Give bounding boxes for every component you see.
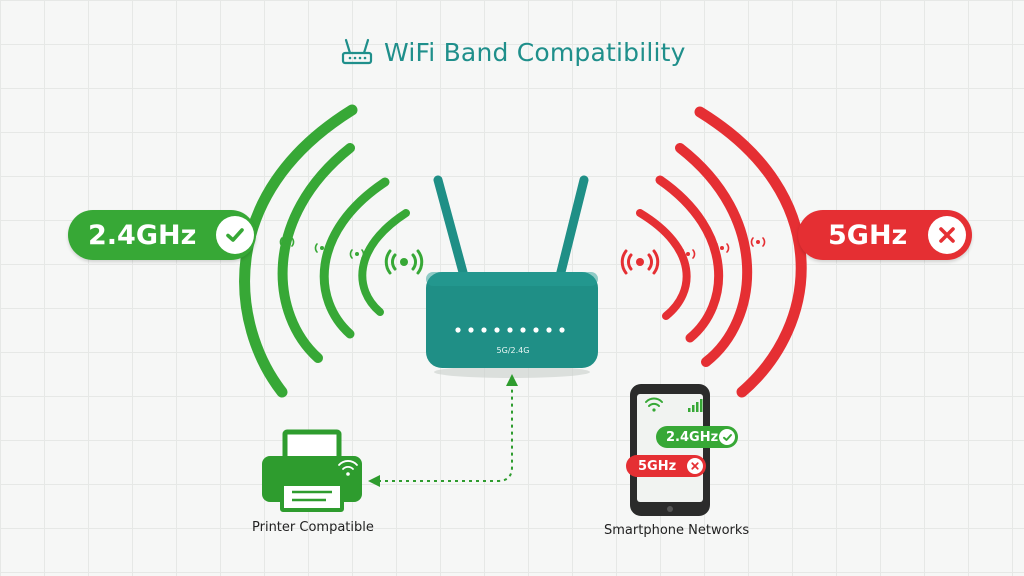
router-icon [341,38,373,65]
wifi-emitters-left [279,237,424,275]
check-icon [719,429,735,445]
signal-waves-right [636,106,807,398]
printer-caption: Printer Compatible [252,520,374,535]
diagram-title: WiFi Band Compatibility [340,34,686,70]
band-5ghz-label: 5GHz [828,219,908,251]
band-5ghz-badge: 5GHz [798,210,972,260]
title-text: WiFi Band Compatibility [384,37,686,67]
printer-router-connection [368,374,518,487]
x-icon [928,216,966,254]
phone-band-5ghz-label: 5GHz [638,458,677,474]
printer-icon [262,429,362,512]
phone-wifi-icon [645,397,663,412]
phone-caption: Smartphone Networks [604,523,750,538]
x-icon [687,458,703,474]
phone-band-5ghz-badge: 5GHz [626,455,706,477]
printer-wifi-icon [338,460,358,476]
phone-signal-icon [688,399,703,412]
phone-band-24ghz-label: 2.4GHz [666,429,719,445]
router-label: 5G/2.4G [496,346,530,355]
smartphone-icon [630,384,710,516]
band-24ghz-label: 2.4GHz [88,219,197,251]
signal-waves-left [239,104,410,398]
wifi-emitters-right [620,237,766,275]
router-icon [426,175,598,378]
phone-band-24ghz-badge: 2.4GHz [656,426,738,448]
check-icon [216,216,254,254]
band-24ghz-badge: 2.4GHz [68,210,256,260]
router-indicator-lights [455,327,565,333]
